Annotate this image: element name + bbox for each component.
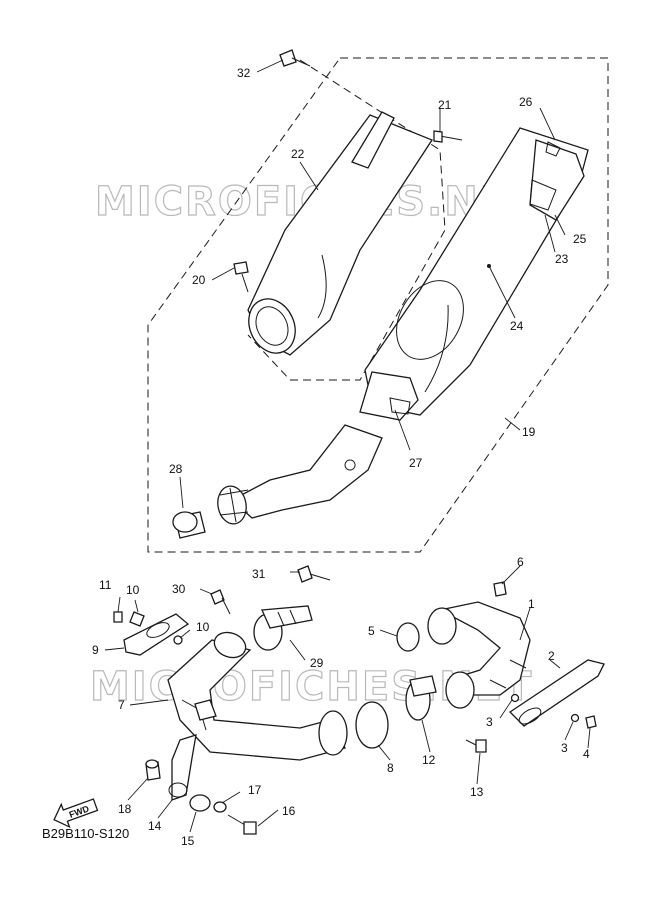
- callout-18: 18: [118, 802, 132, 816]
- bolt-13: [465, 739, 487, 753]
- callout-17: 17: [248, 783, 262, 797]
- callout-14: 14: [148, 819, 162, 833]
- exhaust-pipe-front: [167, 631, 348, 761]
- nut-4: [585, 715, 597, 729]
- link-pipe: [217, 424, 383, 525]
- callout-5: 5: [368, 624, 375, 638]
- callout-19: 19: [522, 425, 536, 439]
- gasket-8: [355, 701, 389, 749]
- callout-3: 3: [486, 715, 493, 729]
- callout-20: 20: [192, 273, 206, 287]
- gasket-ring: [172, 511, 206, 539]
- muffler-assembly-outline: [147, 57, 609, 553]
- callout-3: 3: [561, 741, 568, 755]
- bolt-32: [279, 49, 311, 67]
- heat-shield: [247, 111, 433, 356]
- leader-lines: [104, 59, 591, 833]
- callout-26: 26: [519, 95, 533, 109]
- callout-15: 15: [181, 834, 195, 848]
- protector-9: [123, 613, 190, 656]
- callout-6: 6: [517, 555, 524, 569]
- heatshield-subgroup-outline: [247, 59, 446, 381]
- washer-3b: [570, 713, 580, 723]
- callout-29: 29: [310, 656, 324, 670]
- callout-11: 11: [99, 578, 112, 592]
- gasket-5: [396, 622, 420, 652]
- callout-24: 24: [510, 319, 524, 333]
- callout-32: 32: [237, 66, 251, 80]
- clamp-29: [253, 605, 313, 651]
- callout-23: 23: [555, 252, 569, 266]
- callout-8: 8: [387, 761, 394, 775]
- callout-2: 2: [548, 649, 555, 663]
- bolt-30: [210, 589, 231, 615]
- callout-22: 22: [291, 147, 305, 161]
- callout-13: 13: [470, 785, 484, 799]
- callout-4: 4: [583, 747, 590, 761]
- callout-31: 31: [252, 567, 266, 581]
- diagram-code: B29B110-S120: [42, 826, 129, 841]
- bolt-20: [233, 261, 249, 293]
- callout-7: 7: [118, 698, 125, 712]
- bracket-14: [168, 734, 197, 801]
- muffler-body: [359, 127, 589, 421]
- screw-21: [433, 130, 463, 143]
- callout-12: 12: [422, 753, 436, 767]
- callout-25: 25: [573, 232, 587, 246]
- callout-10: 10: [196, 620, 210, 634]
- callout-9: 9: [92, 643, 99, 657]
- bolt-11: [113, 611, 123, 623]
- callout-30: 30: [172, 582, 186, 596]
- callout-28: 28: [169, 462, 183, 476]
- bolt-16: [227, 814, 257, 835]
- bolt-31: [297, 565, 331, 583]
- washer-10a: [129, 611, 145, 627]
- collar-18: [145, 759, 161, 781]
- callout-10: 10: [126, 583, 140, 597]
- callout-21: 21: [438, 98, 452, 112]
- washer-17: [213, 801, 227, 813]
- callout-1: 1: [528, 597, 535, 611]
- bolt-6: [493, 581, 507, 597]
- washer-3a: [510, 693, 520, 703]
- damper-15: [189, 794, 211, 812]
- callouts: 1 2 3 3 4 5 6 7 8 9 10 10 11 12 13 14 15…: [92, 66, 590, 848]
- callout-27: 27: [409, 456, 423, 470]
- exhaust-pipe-rear: [427, 601, 531, 709]
- callout-16: 16: [282, 804, 296, 818]
- clamp-12: [405, 675, 437, 721]
- protector-2: [508, 659, 605, 727]
